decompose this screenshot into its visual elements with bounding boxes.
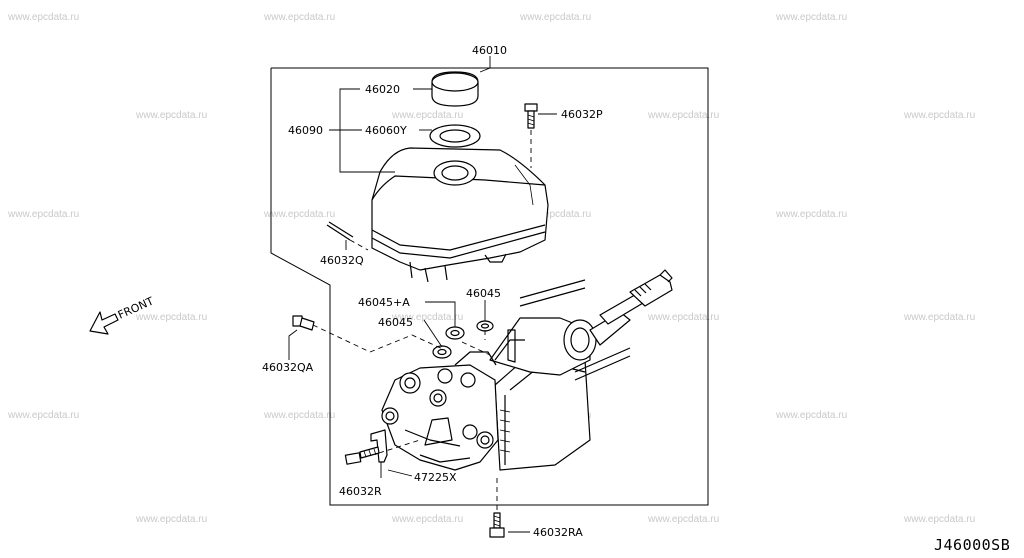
watermark-text: www.epcdata.ru <box>135 514 207 525</box>
callout-grommet-2: 46045 <box>378 316 413 329</box>
callout-grommet: 46045 <box>466 287 501 300</box>
callout-bolt-r: 46032R <box>339 485 382 498</box>
diagram-code: J46000SB <box>934 536 1010 554</box>
watermark-text: www.epcdata.ru <box>7 12 79 23</box>
callouts: 46010 46020 46090 46060Y 46032P 46032Q 4… <box>262 44 603 539</box>
leader-lines <box>288 88 557 533</box>
bolt-qa <box>292 315 315 331</box>
grommets <box>432 320 494 359</box>
pin-q <box>326 221 354 241</box>
watermark-text: www.epcdata.ru <box>7 410 79 421</box>
watermark-text: www.epcdata.ru <box>7 209 79 220</box>
callout-seal: 46060Y <box>365 124 407 137</box>
watermark-text: www.epcdata.ru <box>519 12 591 23</box>
callout-bolt-ra: 46032RA <box>533 526 583 539</box>
watermark-text: www.epcdata.ru <box>903 514 975 525</box>
callout-pin-q: 46032Q <box>320 254 364 267</box>
bolt-p <box>524 103 538 129</box>
watermark-text: www.epcdata.ru <box>263 209 335 220</box>
valve-block <box>381 351 499 471</box>
watermark-text: www.epcdata.ru <box>775 209 847 220</box>
watermark-text: www.epcdata.ru <box>519 209 591 220</box>
watermark-text: www.epcdata.ru <box>647 312 719 323</box>
watermark-text: www.epcdata.ru <box>647 514 719 525</box>
callout-bolt-qa: 46032QA <box>262 361 314 374</box>
master-cylinder-body <box>489 269 673 471</box>
watermark-text: www.epcdata.ru <box>775 410 847 421</box>
watermark-text: www.epcdata.ru <box>391 312 463 323</box>
watermark-text: www.epcdata.ru <box>135 110 207 121</box>
callout-assembly: 46010 <box>472 44 507 57</box>
reservoir-tank <box>371 147 549 283</box>
bolt-r <box>344 446 380 465</box>
callout-grommet-a: 46045+A <box>358 296 410 309</box>
watermark-text: www.epcdata.ru <box>263 410 335 421</box>
watermark-text: www.epcdata.ru <box>903 110 975 121</box>
reservoir-seal <box>429 124 481 148</box>
bolt-ra <box>489 512 505 538</box>
callout-bolt-p: 46032P <box>561 108 603 121</box>
watermark-text: www.epcdata.ru <box>647 110 719 121</box>
watermark-text: www.epcdata.ru <box>135 312 207 323</box>
watermark-text: www.epcdata.ru <box>263 12 335 23</box>
bracket <box>370 429 388 463</box>
watermark-text: www.epcdata.ru <box>903 312 975 323</box>
watermark-text: www.epcdata.ru <box>775 12 847 23</box>
callout-cap: 46020 <box>365 83 400 96</box>
watermark-text: www.epcdata.ru <box>391 514 463 525</box>
callout-reservoir: 46090 <box>288 124 323 137</box>
callout-bracket: 47225X <box>414 471 457 484</box>
front-arrow-icon <box>89 311 119 335</box>
install-lines <box>312 130 532 512</box>
watermark-text: www.epcdata.ru <box>391 110 463 121</box>
assembly-frame <box>270 56 709 506</box>
reservoir-cap <box>431 71 479 107</box>
